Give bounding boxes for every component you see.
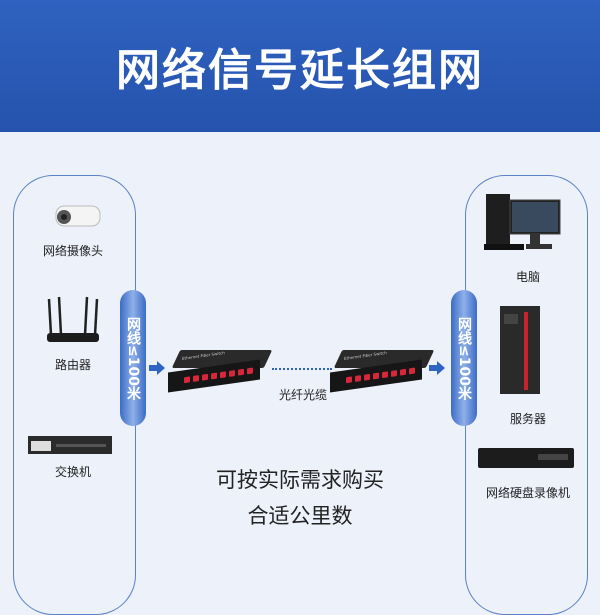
camera-icon — [55, 205, 101, 227]
switch-icon — [28, 436, 112, 454]
page-title: 网络信号延长组网 — [116, 45, 484, 96]
device-label-nvr: 网络硬盘录像机 — [485, 486, 570, 500]
device-label-router: 路由器 — [54, 358, 91, 372]
header-banner: 网络信号延长组网 — [0, 0, 600, 132]
fiber-converter-right: Ethernet Fiber Switch — [330, 350, 435, 393]
router-icon — [47, 296, 99, 342]
arrow-right-icon — [149, 361, 165, 375]
device-label-computer: 电脑 — [515, 270, 540, 284]
arrow-right-icon — [429, 361, 445, 375]
device-label-switch: 交换机 — [54, 465, 91, 479]
nvr-icon — [478, 448, 574, 468]
fiber-label: 光纤光缆 — [278, 388, 327, 402]
cable-limit-left: 网线≤100米 — [120, 290, 146, 426]
note-line-1: 可按实际需求购买 — [216, 468, 384, 492]
device-label-camera: 网络摄像头 — [42, 244, 103, 258]
device-label-server: 服务器 — [509, 412, 546, 426]
left-device-group — [13, 175, 136, 615]
server-icon — [500, 306, 540, 394]
note-line-2: 合适公里数 — [247, 504, 353, 528]
fiber-link — [272, 368, 332, 370]
computer-icon — [484, 194, 561, 250]
fiber-converter-left: Ethernet Fiber Switch — [168, 350, 273, 393]
cable-limit-right: 网线≤100米 — [451, 290, 477, 426]
